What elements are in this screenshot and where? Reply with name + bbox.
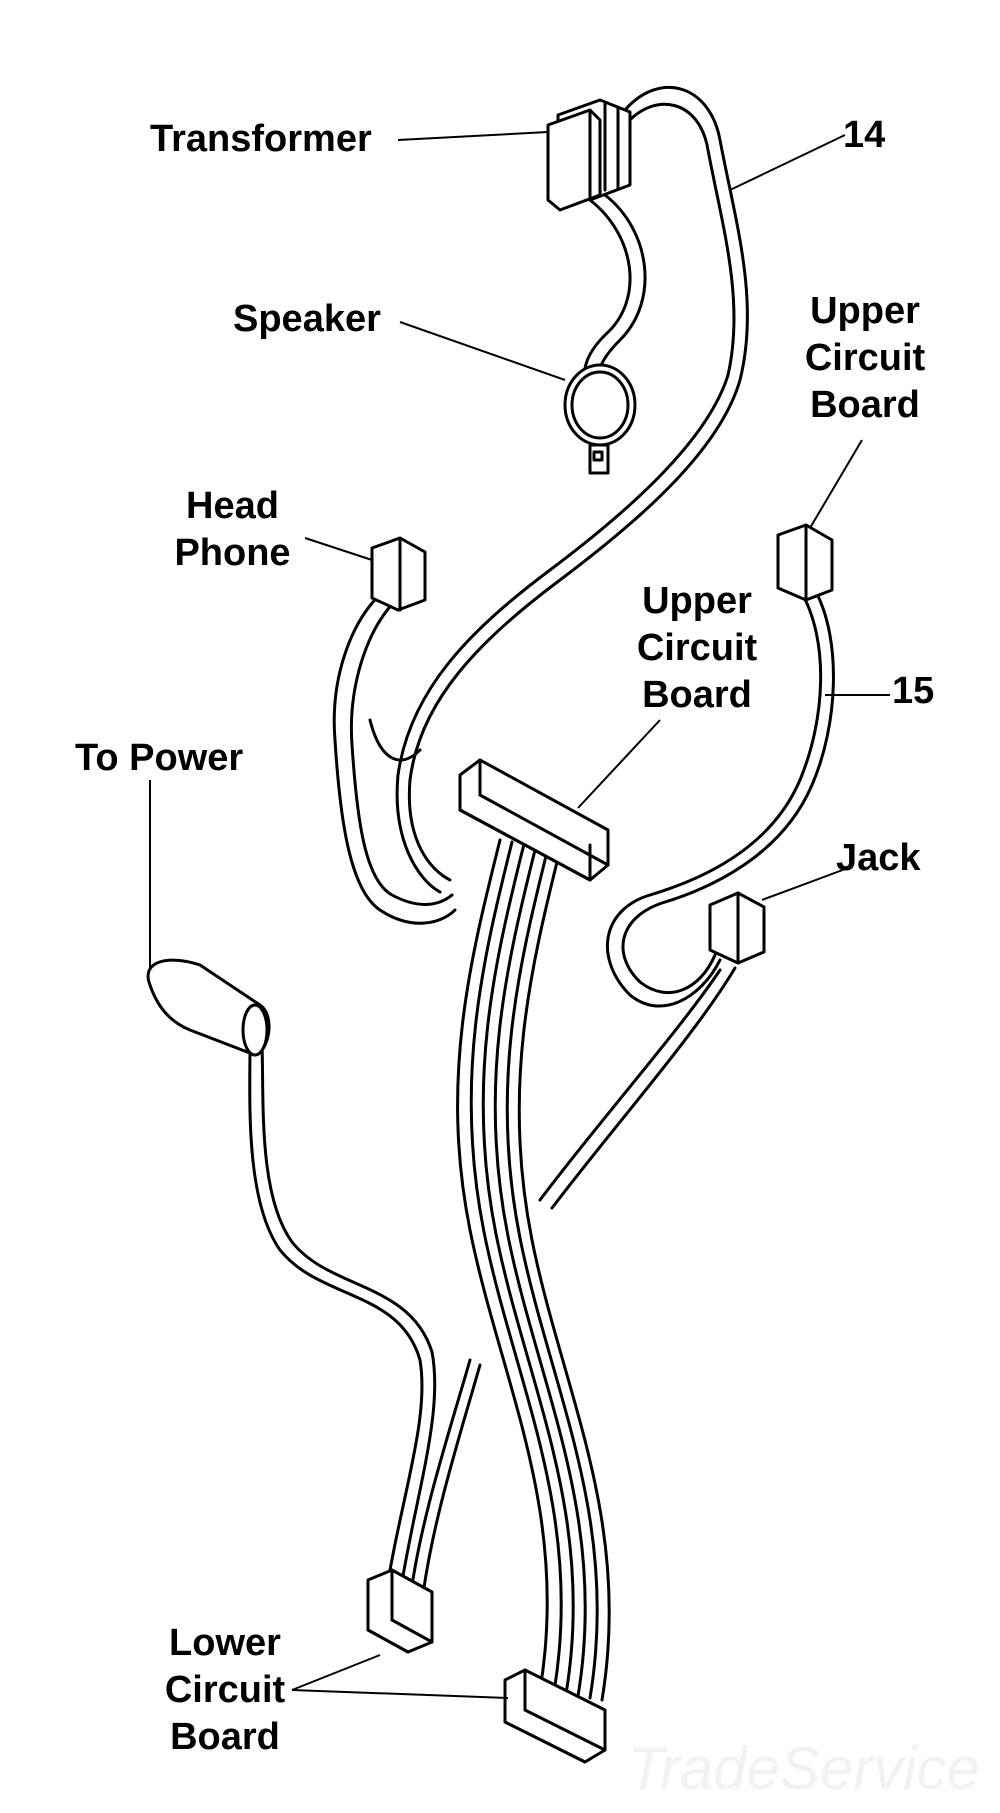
label-transformer: Transformer xyxy=(150,118,372,160)
label-to-power: To Power xyxy=(75,737,244,779)
lower-circuit-board-connector-small xyxy=(366,1568,434,1654)
upper-circuit-board-connector-right xyxy=(776,523,834,602)
wire-14 xyxy=(395,85,749,894)
wire-transformer-speaker xyxy=(582,193,647,387)
lower-circuit-board-connector-large xyxy=(503,1668,607,1764)
label-lower-circuit-board: Lower Circuit Board xyxy=(155,1620,295,1761)
label-head-phone: Head Phone xyxy=(165,483,300,577)
label-jack: Jack xyxy=(836,837,921,879)
label-line: Head xyxy=(186,485,279,527)
label-line: Circuit xyxy=(164,1669,286,1711)
label-line: Circuit xyxy=(804,337,926,379)
label-line: Circuit xyxy=(636,627,758,669)
label-line: Board xyxy=(810,384,920,426)
label-line: Upper xyxy=(642,580,752,622)
ribbon-harness xyxy=(456,838,611,1702)
power-plug xyxy=(146,958,271,1057)
speaker-part xyxy=(563,363,637,475)
label-line: Board xyxy=(170,1716,280,1758)
power-cord xyxy=(248,1043,482,1604)
transformer-connector xyxy=(546,98,632,212)
label-line: Lower xyxy=(169,1622,281,1664)
watermark: TradeService xyxy=(627,1735,980,1802)
label-line: Upper xyxy=(810,290,920,332)
wire-15 xyxy=(606,588,835,1008)
label-speaker: Speaker xyxy=(233,298,381,340)
jack-connector xyxy=(708,891,766,965)
upper-circuit-board-connector-middle xyxy=(458,758,610,882)
label-line: Phone xyxy=(174,532,291,574)
label-ref-15: 15 xyxy=(892,670,935,712)
leader-lines xyxy=(149,131,890,1699)
label-ref-14: 14 xyxy=(843,114,886,156)
label-upper-circuit-board-1: Upper Circuit Board xyxy=(800,288,930,429)
headphone-connector xyxy=(370,536,427,612)
label-upper-circuit-board-2: Upper Circuit Board xyxy=(632,578,762,719)
jack-wire xyxy=(538,966,737,1210)
label-line: Board xyxy=(642,674,752,716)
headphone-wire xyxy=(332,588,457,925)
